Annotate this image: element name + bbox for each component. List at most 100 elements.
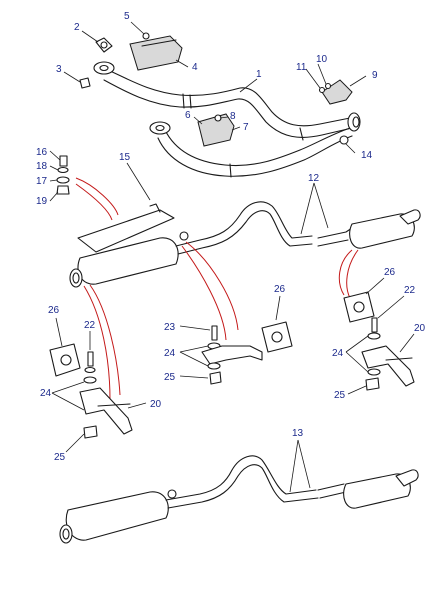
leader-25-right	[347, 385, 367, 395]
inlet-hole-bottom	[62, 528, 70, 540]
leader-20-right	[399, 333, 415, 353]
callout-24-left: 24	[40, 388, 52, 399]
leader-10	[317, 63, 327, 85]
inlet-hole	[72, 272, 80, 284]
leader-15	[126, 162, 151, 201]
leader-14	[345, 143, 356, 154]
leader-23	[179, 325, 211, 331]
leader-9	[349, 75, 367, 87]
callout-8: 8	[230, 111, 236, 122]
leader-22-right	[377, 295, 405, 319]
leader-25-center	[179, 375, 209, 379]
leader-18	[49, 165, 59, 171]
pipe-band	[299, 127, 304, 141]
bracket-nut-10	[324, 82, 332, 90]
bracket-20-right	[361, 345, 415, 387]
flange-hole	[99, 64, 109, 72]
flange-hole	[155, 124, 165, 132]
leader-24-right	[345, 335, 369, 373]
pipe-clamp	[179, 231, 189, 241]
bottom-exhaust-assembly	[59, 455, 419, 544]
bolt-16	[59, 155, 68, 167]
front-pipe-assembly	[93, 61, 361, 178]
callout-12: 12	[308, 173, 320, 184]
hanger-line	[83, 285, 111, 401]
tailpipe-outlet-bottom	[395, 469, 419, 487]
gasket-hole	[100, 41, 108, 49]
hanger-lines	[75, 177, 359, 401]
callout-25-right: 25	[334, 390, 346, 401]
callout-26-left: 26	[48, 305, 60, 316]
front-pipe-lower-edge	[164, 127, 351, 167]
leader-19	[49, 191, 59, 202]
front-pipe-upper-edge-lower	[103, 79, 353, 138]
callout-23: 23	[164, 322, 176, 333]
callout-22-left: 22	[84, 320, 96, 331]
nut-14	[339, 135, 349, 145]
mount-hole	[60, 354, 72, 366]
tailpipe-outlet	[399, 209, 421, 225]
callout-6: 6	[185, 110, 191, 121]
rear-pipe-joint	[317, 227, 353, 239]
front-pipe-upper-edge	[107, 69, 351, 127]
bolt-23	[211, 325, 218, 341]
bracket-20-left	[79, 387, 133, 435]
callout-11: 11	[296, 62, 307, 73]
leader-6	[193, 116, 203, 125]
callout-22-right: 22	[404, 285, 416, 296]
callout-17: 17	[36, 176, 48, 187]
rear-pipe-joint-lower	[317, 239, 349, 247]
leader-3	[63, 71, 81, 83]
nut-3	[79, 77, 91, 89]
hanger-line	[75, 177, 119, 216]
bracket-center	[201, 325, 263, 385]
callout-18: 18	[36, 161, 48, 172]
rubber-mount-center	[261, 321, 293, 353]
bracket-right	[361, 317, 415, 391]
leader-26-right	[365, 277, 385, 295]
heat-shield-fold	[141, 39, 177, 47]
callout-16: 16	[36, 147, 48, 158]
hanger-line	[89, 284, 121, 396]
front-silencer-bottom	[65, 491, 169, 541]
washer-left	[84, 366, 96, 374]
callout-20-right: 20	[414, 323, 426, 334]
callout-13: 13	[292, 428, 304, 439]
hanger-line	[181, 245, 227, 341]
nut-25-left	[83, 425, 98, 439]
intermediate-pipe-upper	[175, 201, 313, 247]
leader-13b	[297, 439, 311, 489]
leader-12b	[313, 182, 329, 229]
leader-1	[239, 78, 258, 93]
leader-5	[130, 21, 145, 35]
washer-right-2	[367, 368, 381, 376]
callout-24-right: 24	[332, 348, 344, 359]
leader-20-left	[127, 402, 147, 409]
leader-26-center	[275, 295, 281, 321]
leader-12a	[300, 182, 315, 235]
intermediate-pipe-bottom-upper	[165, 455, 317, 501]
rear-joint-hole	[352, 116, 360, 128]
rubber-mount-left	[49, 343, 81, 377]
washer-right	[367, 332, 381, 340]
callout-25-center: 25	[164, 372, 176, 383]
hanger-line	[338, 249, 353, 296]
callout-7: 7	[243, 122, 249, 133]
callout-19: 19	[36, 196, 48, 207]
washer-center-2	[207, 362, 221, 370]
callout-20-left: 20	[150, 399, 162, 410]
leader-25-left	[65, 433, 85, 453]
callout-5: 5	[124, 11, 130, 22]
callout-15: 15	[119, 152, 131, 163]
leader-24-left	[51, 381, 85, 411]
leader-11	[305, 68, 321, 89]
callout-labels: 1 2 3 4 5 6 7 8 9 10 11 14 15 16 17 18 1…	[36, 11, 426, 463]
bracket-9	[318, 79, 353, 105]
hanger-line	[346, 249, 359, 299]
heat-shield-bolt-5	[142, 32, 150, 40]
leader-13a	[289, 439, 299, 493]
heat-shield-tab	[149, 203, 161, 213]
hanger-line	[185, 241, 239, 331]
callout-10: 10	[316, 54, 328, 65]
